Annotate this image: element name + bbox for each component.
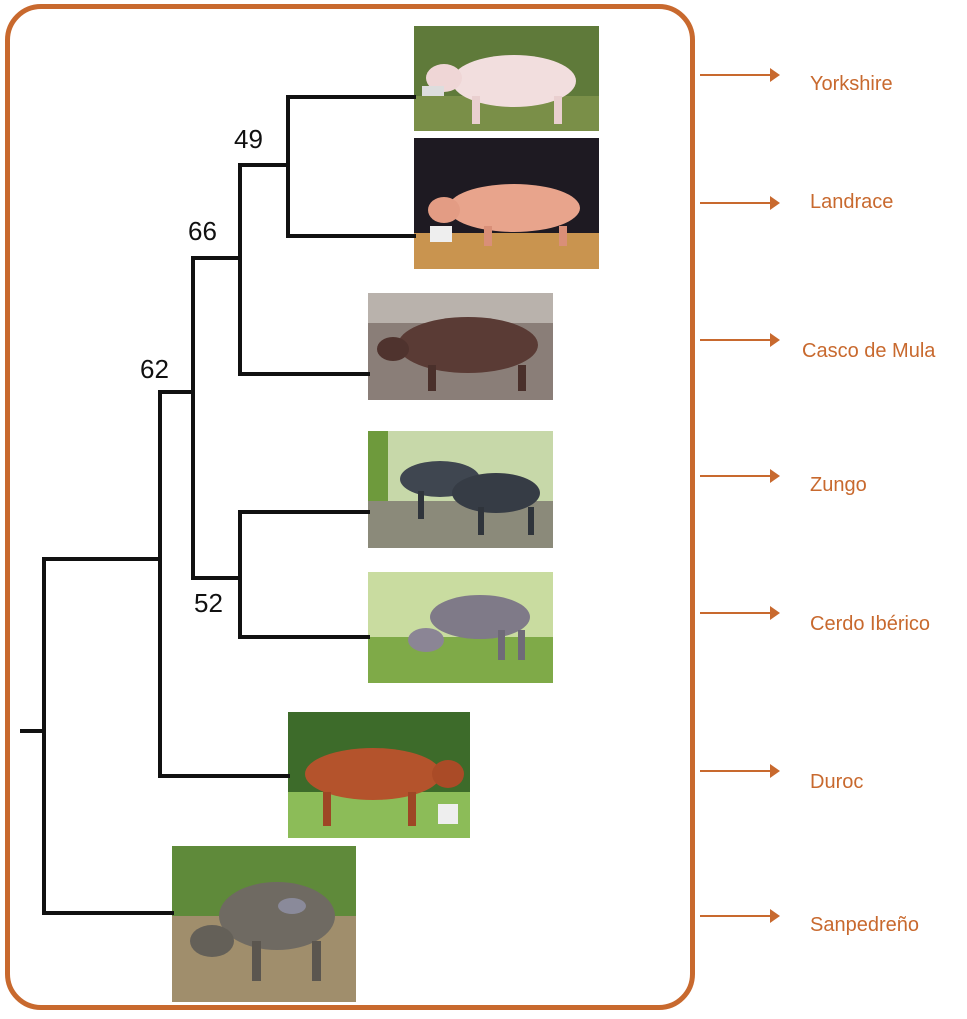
breed-label-cerdo-iberico: Cerdo Ibérico (810, 614, 930, 634)
breed-label-landrace: Landrace (810, 192, 893, 212)
breed-label-sanpedreno: Sanpedreño (810, 915, 919, 935)
breed-label-zungo: Zungo (810, 475, 867, 495)
support-value-62: 62 (140, 356, 169, 382)
breed-label-yorkshire: Yorkshire (810, 74, 893, 94)
arrow-right-icon (700, 764, 780, 778)
arrow-right-icon (700, 469, 780, 483)
arrow-right-icon (700, 68, 780, 82)
arrow-right-icon (700, 333, 780, 347)
breed-label-duroc: Duroc (810, 772, 863, 792)
support-value-66: 66 (188, 218, 217, 244)
breed-label-casco-de-mula: Casco de Mula (802, 341, 935, 361)
support-value-49: 49 (234, 126, 263, 152)
arrow-right-icon (700, 196, 780, 210)
arrow-right-icon (700, 909, 780, 923)
arrow-right-icon (700, 606, 780, 620)
support-value-52: 52 (194, 590, 223, 616)
